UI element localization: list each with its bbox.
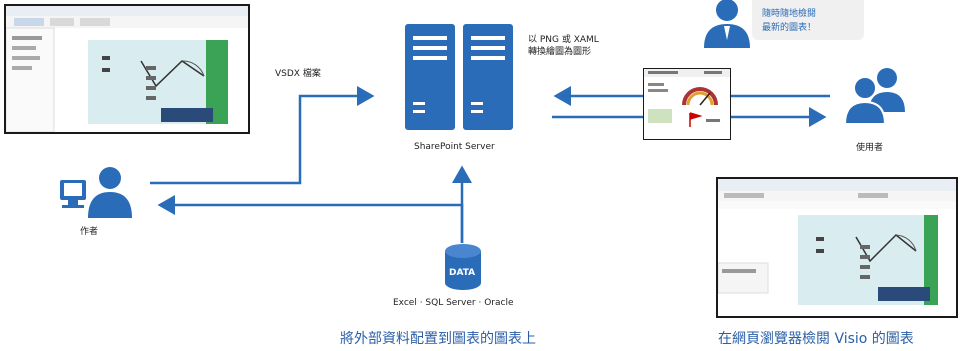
browser-preview — [718, 179, 956, 305]
server-icon — [405, 24, 513, 130]
author-label: 作者 — [80, 227, 99, 237]
caption-right: 在網頁瀏覽器檢閱 Visio 的圖表 — [718, 331, 914, 347]
editor-preview — [6, 6, 248, 132]
speech-bubble: 隨時隨地檢閱 最新的圖表！ — [752, 0, 864, 40]
browser-view-screenshot — [716, 177, 958, 318]
gauge-preview — [644, 69, 730, 127]
arrow-server-to-author — [157, 195, 464, 243]
rendered-diagram-card — [643, 68, 731, 140]
speech-line-1: 隨時隨地檢閱 — [762, 9, 817, 19]
data-icon-text: DATA — [449, 268, 476, 278]
presenter-person-icon — [704, 0, 750, 48]
vsdx-file-label: VSDX 檔案 — [275, 69, 321, 79]
speech-line-2: 最新的圖表！ — [762, 23, 817, 33]
visio-editor-screenshot — [4, 4, 250, 134]
arrow-author-to-server — [150, 86, 375, 185]
caption-left: 將外部資料配置到圖表的圖表上 — [340, 331, 536, 347]
data-sources-label: Excel · SQL Server · Oracle — [393, 298, 514, 308]
server-label: SharePoint Server — [414, 142, 495, 152]
viewers-label: 使用者 — [856, 143, 884, 153]
viewers-group-icon — [843, 68, 905, 125]
png-xaml-label-1: 以 PNG 或 XAML — [528, 35, 599, 45]
data-cylinder-icon — [445, 244, 481, 290]
author-icon — [60, 167, 132, 218]
png-xaml-label-2: 轉換繪圖為圖形 — [528, 47, 592, 57]
